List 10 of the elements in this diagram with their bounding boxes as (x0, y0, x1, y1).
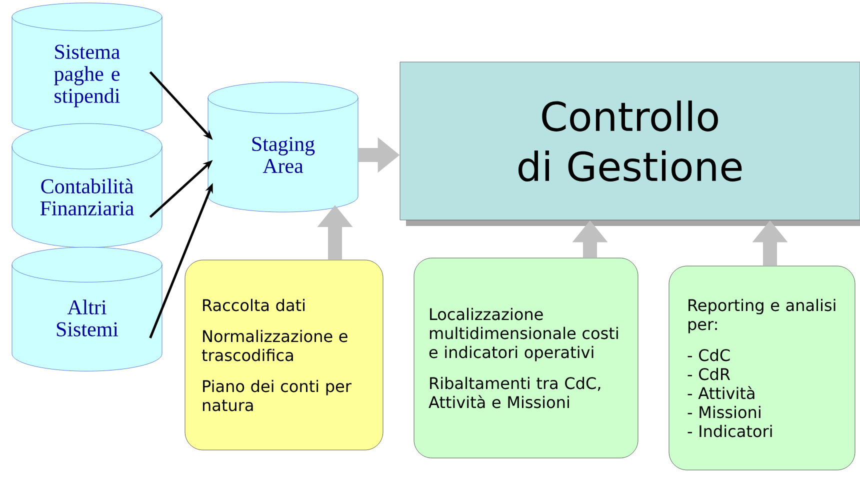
note-box: Reporting e analisi per: - CdC - CdR - Attività - Missioni - Indicatori (668, 266, 856, 470)
process-box: Controllo di Gestione (400, 62, 860, 226)
node-label: Contabilità Finanziaria (40, 178, 134, 216)
note-box: Raccolta dati Normalizzazione e trascodifica Piano dei conti per natura (184, 260, 384, 450)
database-cylinder: Altri Sistemi (12, 246, 162, 372)
database-cylinder: Sistema paghe e stipendi (12, 2, 162, 136)
note-box: Localizzazione multidimensionale costi e indicatori operativi Ribaltamenti tra CdC, Attività e Missioni (414, 258, 638, 458)
database-cylinder: Staging Area (208, 82, 358, 212)
database-cylinder: Contabilità Finanziaria (12, 123, 162, 248)
node-label: Sistema paghe e stipendi (54, 44, 120, 108)
